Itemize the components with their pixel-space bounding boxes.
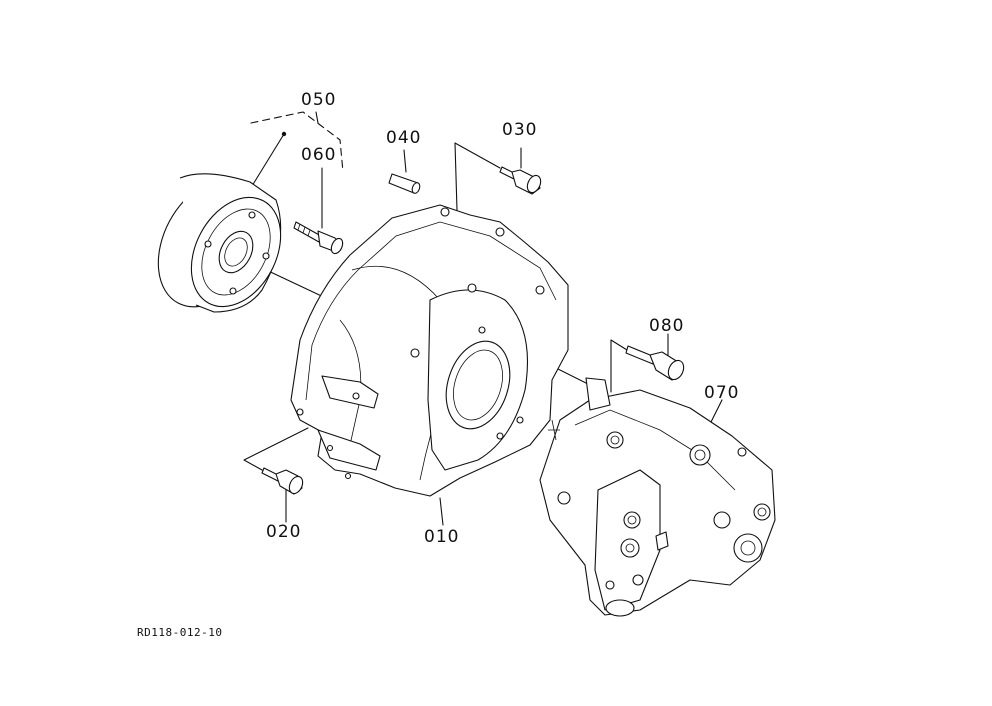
coupling-disc-050 (157, 173, 282, 313)
label-070: 070 (704, 383, 740, 403)
label-010: 010 (424, 527, 460, 547)
bolt-060 (293, 221, 344, 255)
pin-040 (388, 173, 421, 194)
label-060: 060 (301, 145, 337, 165)
bolt-080 (625, 345, 685, 381)
housing-010 (290, 204, 569, 497)
label-020: 020 (266, 522, 302, 542)
bolt-020 (261, 467, 304, 495)
label-050: 050 (301, 90, 337, 110)
label-030: 030 (502, 120, 538, 140)
pump-070 (539, 377, 776, 617)
drawing-code: RD118-012-10 (137, 626, 223, 639)
bolt-030 (499, 166, 542, 195)
label-040: 040 (386, 128, 422, 148)
label-080: 080 (649, 316, 685, 336)
